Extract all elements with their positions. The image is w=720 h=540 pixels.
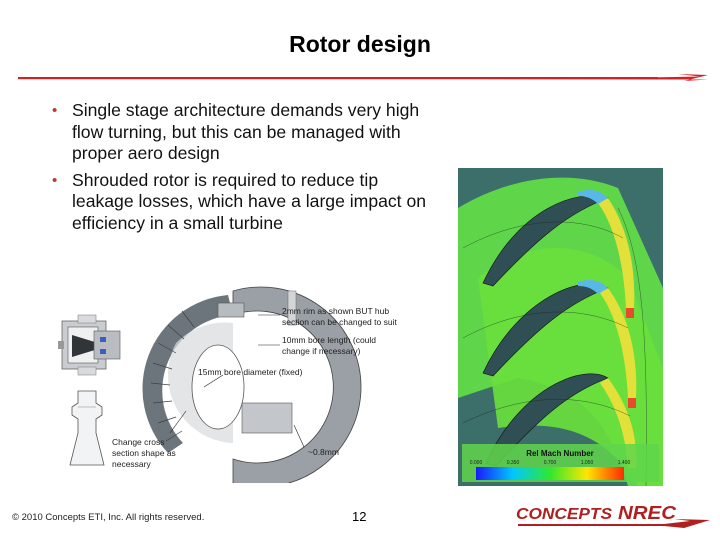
bullet-item: • Single stage architecture demands very… [52,100,432,165]
bullet-dot-icon: • [52,171,58,189]
rim-annotation-line2: section can be changed to suit [282,317,397,327]
bullet-text: Shrouded rotor is required to reduce tip… [72,169,427,233]
colorbar-tick: 0.350 [507,460,520,466]
concepts-nrec-logo: CONCEPTS NREC [516,503,710,528]
colorbar-tick: 0.000 [470,460,483,466]
bullet-list: • Single stage architecture demands very… [52,100,432,239]
cfd-mach-contour-plot: Rel Mach Number 0.000 0.350 0.700 1.050 … [458,168,663,486]
cross-section-annotation-line1: Change cross [112,437,164,447]
bore-insert-image [69,390,105,466]
colorbar-tick: 0.700 [544,460,557,466]
colorbar-title: Rel Mach Number [526,449,594,458]
rotor-cad-figure: 2mm rim as shown BUT hub section can be … [58,286,397,483]
slide-title: Rotor design [289,31,431,57]
gap-annotation: ~0.8mm [308,447,339,457]
bore-length-annotation-line1: 10mm bore length (could [282,335,376,345]
rotor-disk-image [142,286,362,483]
colorbar-tick: 1.050 [581,460,594,466]
bullet-text: Single stage architecture demands very h… [72,100,420,163]
cross-section-annotation-line3: necessary [112,459,151,469]
page-number: 12 [352,509,367,524]
bore-length-annotation-line2: change if necessary) [282,346,361,356]
colorbar-tick: 1.400 [618,460,631,466]
bullet-item: • Shrouded rotor is required to reduce t… [52,170,432,235]
rim-annotation-line1: 2mm rim as shown BUT hub [282,306,389,316]
title-underline [18,74,708,81]
logo-word-nrec: NREC [618,503,677,523]
cross-section-annotation-line2: section shape as [112,448,176,458]
bore-diameter-annotation: 15mm bore diameter (fixed) [198,367,303,377]
logo-word-concepts: CONCEPTS [516,506,612,523]
colorbar: Rel Mach Number 0.000 0.350 0.700 1.050 … [462,444,659,482]
bullet-dot-icon: • [52,102,58,119]
copyright-text: © 2010 Concepts ETI, Inc. All rights res… [12,512,205,523]
turbine-assembly-image [58,314,121,376]
